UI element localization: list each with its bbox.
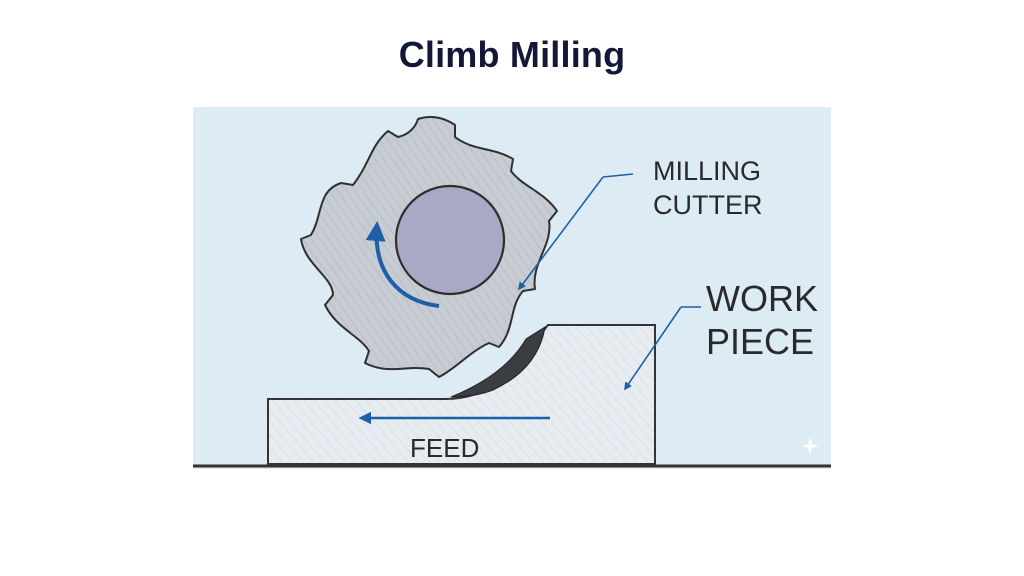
milling-diagram: MILLING CUTTER WORK PIECE FEED <box>193 107 831 469</box>
climb-milling-illustration: MILLING CUTTER WORK PIECE FEED <box>193 107 831 469</box>
workpiece-label-line1: WORK <box>706 278 818 319</box>
workpiece-label-line2: PIECE <box>706 321 814 362</box>
page-title: Climb Milling <box>398 34 626 75</box>
chip <box>450 325 546 398</box>
milling-cutter-label-line1: MILLING <box>653 156 761 186</box>
cutter-leader-arrow <box>518 176 604 291</box>
sparkle-icon <box>801 437 819 455</box>
cutter-leader <box>602 173 634 178</box>
rotation-arrow <box>365 221 440 308</box>
workpiece-leader-arrow <box>624 306 682 391</box>
feed-label: FEED <box>410 433 479 463</box>
cutter-hub <box>394 184 506 296</box>
milling-cutter-label-line2: CUTTER <box>653 190 763 220</box>
